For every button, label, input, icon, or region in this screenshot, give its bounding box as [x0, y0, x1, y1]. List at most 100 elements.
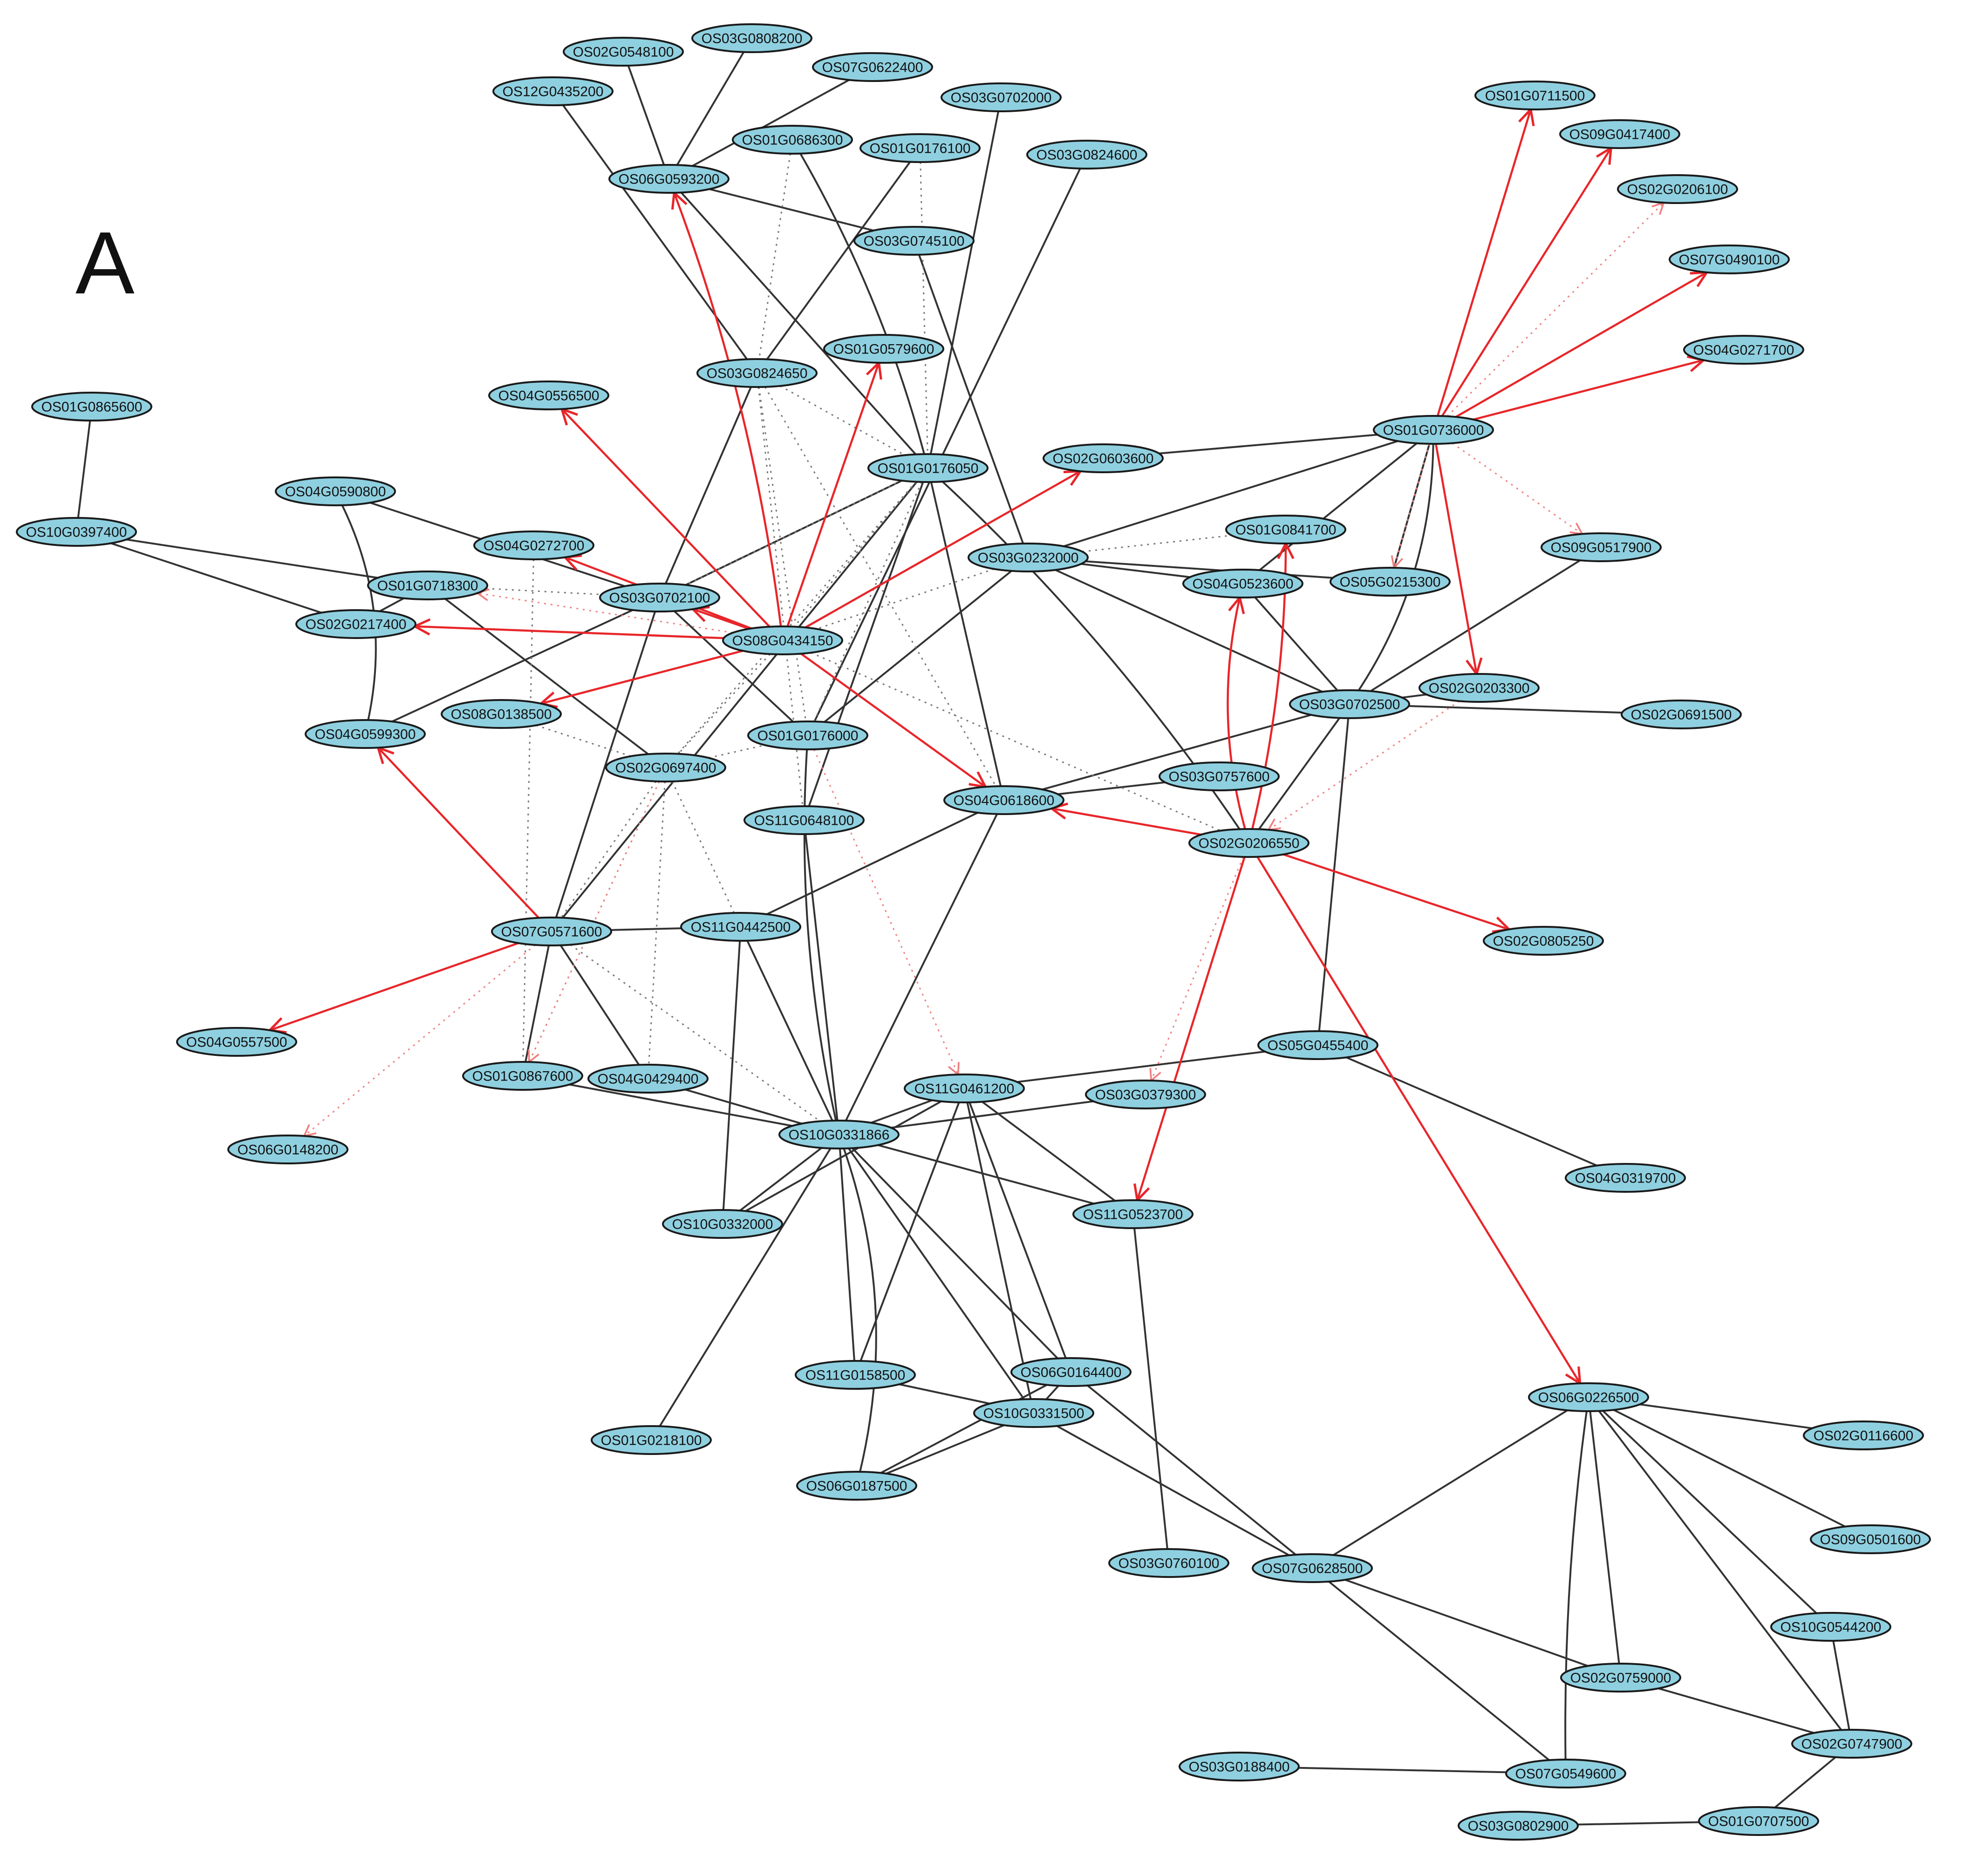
node-OS08G0138500[interactable]: OS08G0138500: [441, 699, 562, 729]
node-OS01G0841700[interactable]: OS01G0841700: [1225, 515, 1346, 544]
edge-red-OS01G0736000-OS04G0271700: [1473, 360, 1704, 421]
node-OS01G0711500[interactable]: OS01G0711500: [1474, 81, 1596, 110]
node-OS06G0593200[interactable]: OS06G0593200: [608, 164, 730, 194]
node-OS02G0203300[interactable]: OS02G0203300: [1419, 673, 1540, 703]
node-OS01G0176000[interactable]: OS01G0176000: [747, 720, 868, 750]
node-OS03G0188400[interactable]: OS03G0188400: [1179, 1752, 1300, 1781]
node-OS03G0702000[interactable]: OS03G0702000: [941, 82, 1062, 112]
node-OS03G0379300[interactable]: OS03G0379300: [1085, 1080, 1206, 1109]
node-OS03G0745100[interactable]: OS03G0745100: [853, 226, 975, 256]
node-OS10G0397400[interactable]: OS10G0397400: [16, 517, 137, 547]
node-OS02G0603600[interactable]: OS02G0603600: [1043, 443, 1164, 473]
node-OS02G0697400[interactable]: OS02G0697400: [605, 753, 726, 782]
node-OS10G0332000[interactable]: OS10G0332000: [662, 1209, 783, 1239]
node-OS03G0702100[interactable]: OS03G0702100: [599, 583, 720, 612]
edge-solid-OS01G0718300-OS02G0697400: [444, 598, 649, 755]
node-OS11G0648100[interactable]: OS11G0648100: [743, 805, 865, 835]
node-OS02G0116600[interactable]: OS02G0116600: [1803, 1421, 1924, 1450]
node-OS12G0435200[interactable]: OS12G0435200: [492, 76, 614, 106]
edge-solid-OS01G0176050-OS11G0648100: [808, 482, 924, 807]
node-OS11G0523700[interactable]: OS11G0523700: [1072, 1199, 1194, 1229]
edge-solid-OS10G0331500-OS07G0628500: [1056, 1425, 1290, 1557]
edge-solid-OS06G0226500-OS07G0549600: [1564, 1411, 1588, 1760]
node-OS03G0760100[interactable]: OS03G0760100: [1108, 1548, 1229, 1578]
node-label: OS04G0618600: [954, 793, 1055, 809]
edge-solid-OS06G0226500-OS10G0544200: [1602, 1410, 1817, 1614]
edge-solid-OS04G0618600-OS10G0331866: [845, 813, 998, 1122]
node-OS03G0824600[interactable]: OS03G0824600: [1026, 140, 1147, 170]
edge-dotted-OS01G0176050-OS02G0697400: [677, 481, 917, 754]
node-OS03G0802900[interactable]: OS03G0802900: [1458, 1811, 1579, 1841]
node-OS05G0215300[interactable]: OS05G0215300: [1330, 567, 1451, 597]
node-label: OS01G0686300: [742, 133, 843, 148]
node-OS04G0429400[interactable]: OS04G0429400: [587, 1064, 709, 1094]
node-OS10G0331866[interactable]: OS10G0331866: [778, 1120, 900, 1149]
node-OS03G0757600[interactable]: OS03G0757600: [1159, 761, 1280, 791]
node-OS02G0805250[interactable]: OS02G0805250: [1483, 926, 1604, 956]
node-OS07G0549600[interactable]: OS07G0549600: [1505, 1759, 1626, 1788]
edge-solid-OS03G0379300-OS10G0331866: [891, 1100, 1094, 1129]
node-OS09G0501600[interactable]: OS09G0501600: [1810, 1524, 1931, 1554]
node-OS03G0808200[interactable]: OS03G0808200: [691, 23, 812, 53]
node-OS08G0434150[interactable]: OS08G0434150: [722, 625, 843, 655]
node-label: OS11G0461200: [914, 1081, 1015, 1097]
edge-red-OS08G0434150-OS03G0702100: [693, 609, 750, 630]
node-OS04G0271700[interactable]: OS04G0271700: [1683, 335, 1804, 365]
node-OS02G0206550[interactable]: OS02G0206550: [1188, 828, 1309, 858]
node-OS04G0556500[interactable]: OS04G0556500: [488, 381, 609, 410]
edge-solid-OS03G0802900-OS01G0707500: [1577, 1821, 1699, 1826]
node-OS04G0272700[interactable]: OS04G0272700: [473, 530, 594, 560]
node-shape: [867, 453, 989, 483]
edge-red-OS01G0736000-OS09G0417400: [1441, 148, 1611, 417]
node-OS07G0571600[interactable]: OS07G0571600: [491, 917, 612, 946]
node-OS05G0455400[interactable]: OS05G0455400: [1257, 1030, 1378, 1060]
node-OS09G0517900[interactable]: OS09G0517900: [1541, 532, 1662, 562]
node-label: OS02G0116600: [1814, 1428, 1914, 1444]
node-OS01G0707500[interactable]: OS01G0707500: [1698, 1806, 1819, 1836]
node-OS04G0618600[interactable]: OS04G0618600: [943, 785, 1064, 815]
edge-solid-OS10G0544200-OS02G0747900: [1832, 1640, 1850, 1730]
node-OS03G0824650[interactable]: OS03G0824650: [696, 358, 818, 388]
node-OS04G0319700[interactable]: OS04G0319700: [1565, 1163, 1686, 1193]
node-OS06G0187500[interactable]: OS06G0187500: [796, 1471, 917, 1501]
node-OS04G0557500[interactable]: OS04G0557500: [176, 1027, 297, 1057]
node-OS02G0691500[interactable]: OS02G0691500: [1621, 700, 1742, 729]
node-OS04G0523600[interactable]: OS04G0523600: [1182, 569, 1303, 598]
node-OS01G0176100[interactable]: OS01G0176100: [859, 133, 981, 163]
node-OS02G0747900[interactable]: OS02G0747900: [1791, 1729, 1912, 1759]
node-OS01G0718300[interactable]: OS01G0718300: [367, 571, 488, 600]
node-label: OS06G0164400: [1021, 1365, 1122, 1380]
node-OS10G0544200[interactable]: OS10G0544200: [1770, 1612, 1891, 1642]
node-OS06G0148200[interactable]: OS06G0148200: [227, 1135, 348, 1164]
node-OS01G0579600[interactable]: OS01G0579600: [823, 334, 944, 364]
node-OS04G0590800[interactable]: OS04G0590800: [275, 476, 396, 506]
node-OS11G0158500[interactable]: OS11G0158500: [795, 1360, 916, 1390]
node-OS01G0736000[interactable]: OS01G0736000: [1373, 415, 1494, 445]
node-OS01G0865600[interactable]: OS01G0865600: [31, 392, 152, 421]
node-OS01G0686300[interactable]: OS01G0686300: [732, 125, 853, 155]
node-OS07G0490100[interactable]: OS07G0490100: [1669, 245, 1790, 274]
node-OS03G0232000[interactable]: OS03G0232000: [968, 543, 1089, 572]
node-OS01G0867600[interactable]: OS01G0867600: [462, 1061, 583, 1091]
node-OS07G0628500[interactable]: OS07G0628500: [1252, 1553, 1373, 1583]
edge-red-OS02G0206550-OS04G0523600: [1227, 598, 1246, 829]
node-OS11G0442500[interactable]: OS11G0442500: [680, 912, 801, 942]
edge-solid-OS03G0702500-OS02G0206550: [1258, 717, 1341, 830]
node-OS10G0331500[interactable]: OS10G0331500: [973, 1398, 1094, 1428]
node-OS02G0206100[interactable]: OS02G0206100: [1617, 174, 1738, 204]
node-OS01G0176050[interactable]: OS01G0176050: [867, 453, 989, 483]
node-OS02G0548100[interactable]: OS02G0548100: [563, 37, 684, 67]
node-OS01G0218100[interactable]: OS01G0218100: [591, 1425, 712, 1455]
node-OS06G0226500[interactable]: OS06G0226500: [1528, 1382, 1649, 1412]
node-shape: [943, 785, 1064, 815]
node-OS04G0599300[interactable]: OS04G0599300: [305, 719, 426, 749]
node-OS03G0702500[interactable]: OS03G0702500: [1289, 689, 1410, 719]
node-OS02G0217400[interactable]: OS02G0217400: [295, 609, 416, 639]
node-OS02G0759000[interactable]: OS02G0759000: [1560, 1663, 1681, 1692]
node-OS06G0164400[interactable]: OS06G0164400: [1010, 1357, 1132, 1387]
node-OS11G0461200[interactable]: OS11G0461200: [904, 1074, 1025, 1103]
node-shape: [732, 125, 853, 155]
node-label: OS04G0599300: [315, 727, 416, 742]
node-OS09G0417400[interactable]: OS09G0417400: [1559, 119, 1680, 149]
node-OS07G0622400[interactable]: OS07G0622400: [812, 52, 933, 82]
